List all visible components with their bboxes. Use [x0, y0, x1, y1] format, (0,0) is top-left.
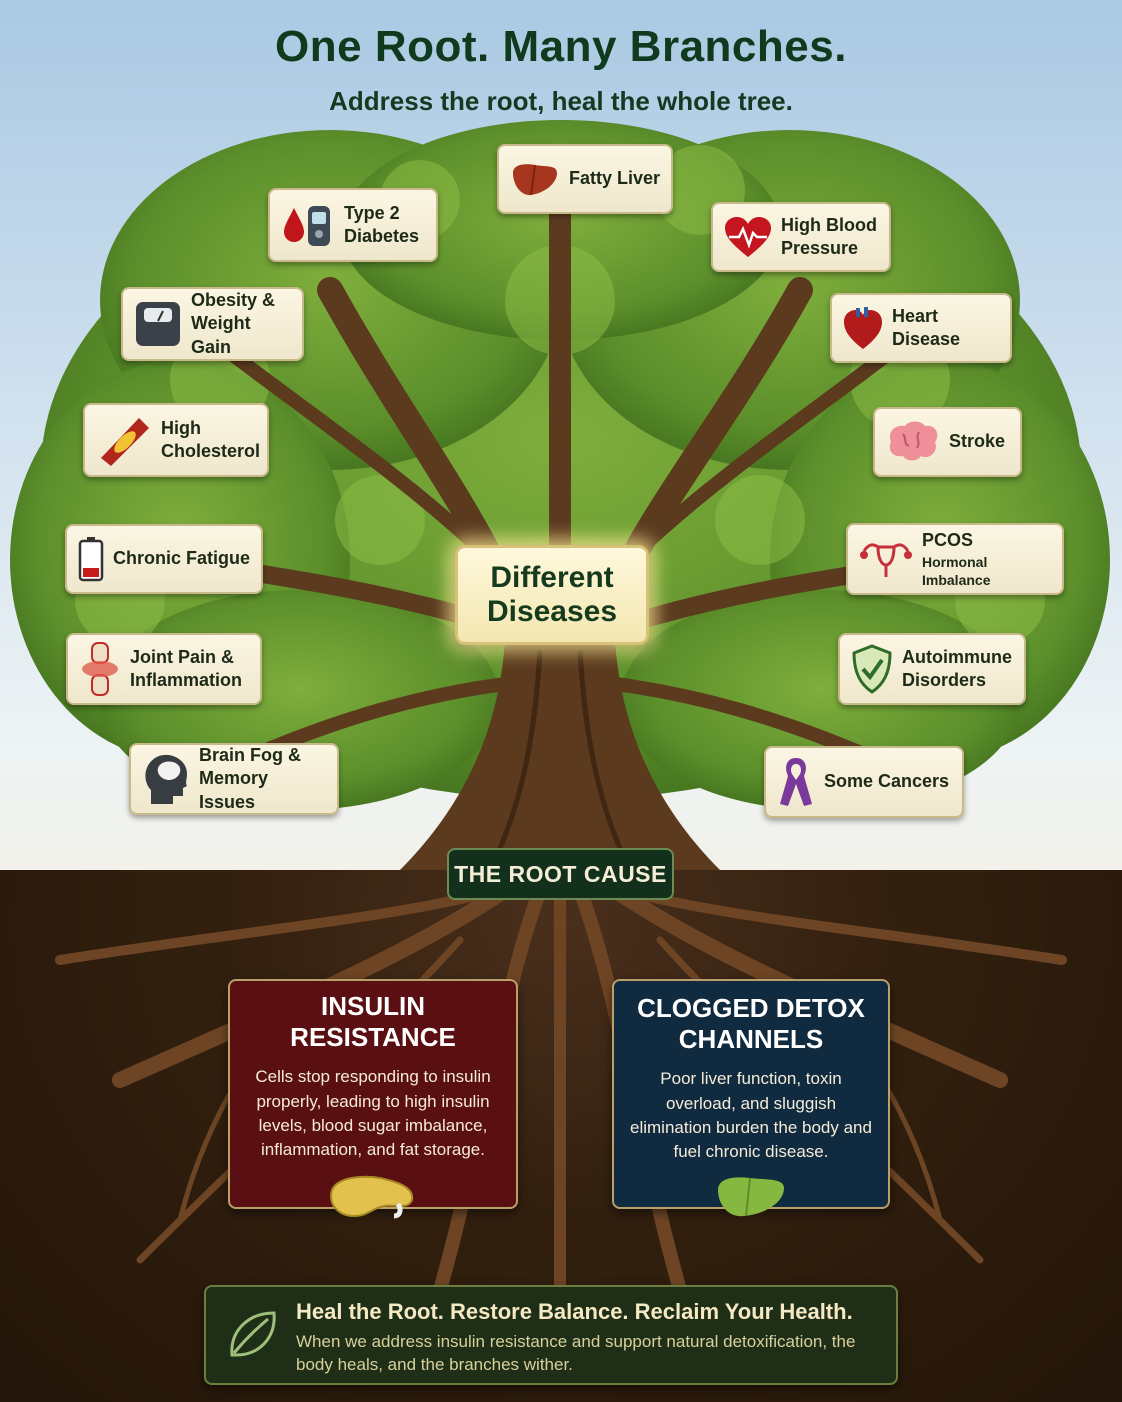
- uterus-icon: [858, 537, 914, 581]
- artery-icon: [95, 412, 153, 468]
- different-diseases-label: Different Diseases: [455, 545, 649, 645]
- glucose-meter-icon: [280, 200, 336, 250]
- root-cause-label: THE ROOT CAUSE: [447, 848, 674, 900]
- disease-label: Stroke: [949, 431, 1006, 452]
- shield-check-icon: [850, 644, 894, 694]
- pancreas-icon: [244, 1170, 502, 1225]
- disease-label-line2: Pressure: [781, 238, 859, 258]
- panel-title: INSULIN RESISTANCE: [290, 991, 456, 1053]
- disease-label-line2: Diabetes: [344, 226, 420, 246]
- disease-label: High Blood: [781, 214, 877, 235]
- disease-card-heart-disease: Heart Disease: [830, 293, 1012, 363]
- page-subtitle: Address the root, heal the whole tree.: [329, 86, 793, 116]
- disease-label: Brain Fog &: [199, 744, 301, 765]
- heart-pulse-icon: [723, 215, 773, 259]
- disease-card-joint-pain: Joint Pain & Inflammation: [66, 633, 262, 705]
- disease-label: Chronic Fatigue: [113, 548, 251, 569]
- panel-body: Cells stop responding to insulin properl…: [255, 1067, 491, 1159]
- disease-card-obesity: Obesity & Weight Gain: [121, 287, 304, 361]
- tree-trunk: [400, 640, 720, 870]
- head-brain-icon: [141, 752, 191, 806]
- clogged-detox-panel: CLOGGED DETOX CHANNELS Poor liver functi…: [612, 979, 890, 1217]
- brain-icon: [885, 420, 941, 464]
- disease-label-line2: Memory Issues: [199, 768, 269, 812]
- disease-label-line2: Disorders: [902, 670, 987, 690]
- insulin-resistance-panel: INSULIN RESISTANCE Cells stop responding…: [228, 979, 518, 1219]
- center-label-line1: Different: [490, 560, 614, 594]
- heart-icon: [842, 305, 884, 351]
- disease-card-type-2-diabetes: Type 2 Diabetes: [268, 188, 438, 262]
- page-title: One Root. Many Branches.: [275, 22, 847, 71]
- disease-label: Heart Disease: [892, 305, 961, 349]
- liver-icon: [509, 159, 561, 199]
- joint-icon: [78, 641, 122, 697]
- panel-title: CLOGGED DETOX CHANNELS: [637, 993, 865, 1055]
- liver-icon: [626, 1172, 876, 1225]
- disease-label-line2: Weight Gain: [191, 313, 251, 357]
- tree-roots: [55, 872, 1067, 1297]
- disease-label: PCOS: [922, 530, 974, 551]
- low-battery-icon: [77, 536, 105, 582]
- disease-label-line2: Inflammation: [130, 670, 243, 690]
- disease-card-chronic-fatigue: Chronic Fatigue: [65, 524, 263, 594]
- disease-sublabel: Hormonal Imbalance: [922, 553, 991, 588]
- disease-label: Some Cancers: [824, 771, 950, 792]
- scale-icon: [133, 299, 183, 349]
- disease-label: Joint Pain &: [130, 646, 235, 667]
- footer-body: When we address insulin resistance and s…: [296, 1332, 856, 1374]
- panel-body: Poor liver function, toxin overload, and…: [630, 1069, 872, 1161]
- disease-label: Obesity &: [191, 289, 276, 310]
- disease-card-stroke: Stroke: [873, 407, 1022, 477]
- footer-headline: Heal the Root. Restore Balance. Reclaim …: [296, 1299, 853, 1324]
- disease-label-line2: Cholesterol: [161, 441, 261, 461]
- disease-label: Fatty Liver: [569, 168, 661, 189]
- ribbon-icon: [776, 754, 816, 810]
- disease-card-fatty-liver: Fatty Liver: [497, 144, 673, 214]
- disease-label: Type 2: [344, 202, 400, 223]
- disease-card-brain-fog: Brain Fog & Memory Issues: [129, 743, 339, 815]
- disease-label: Autoimmune: [902, 646, 1012, 667]
- disease-label: High: [161, 417, 201, 438]
- leaf-icon: [226, 1307, 280, 1366]
- footer-banner: Heal the Root. Restore Balance. Reclaim …: [204, 1285, 898, 1385]
- disease-card-some-cancers: Some Cancers: [764, 746, 964, 818]
- center-label-line2: Diseases: [486, 595, 618, 628]
